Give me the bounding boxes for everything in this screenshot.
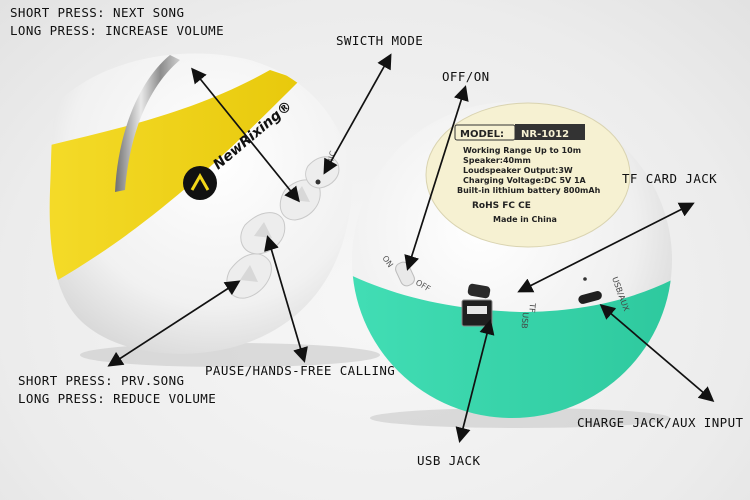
model-label: MODEL: [460,129,504,140]
cert-marks: RoHS FC CE [472,201,531,211]
left-speaker: NewRixing® MIC [49,53,352,354]
charge-aux-port[interactable] [577,290,603,305]
spec-line-3: Loudspeaker Output:3W [463,166,573,175]
spec-line-4: Charging Voltage:DC 5V 1A [463,176,587,185]
label-switch-mode: SWICTH MODE [336,33,424,48]
right-speaker: MODEL: NR-1012 Working Range Up to 10m S… [352,102,672,418]
metal-rim [115,55,180,192]
spec-line-2: Speaker:40mm [463,156,531,165]
arrow-usb-jack [455,319,495,443]
label-prev-song-line-1: SHORT PRESS: PRV.SONG [18,373,185,388]
arrow-charge-aux [599,304,715,402]
arrow-next-song [191,67,300,203]
model-value: NR-1012 [521,129,569,140]
port-tf-label: TF [527,302,537,314]
annotation-arrows [107,53,715,443]
label-next-song-line-1: SHORT PRESS: NEXT SONG [10,5,185,20]
label-tf-card-jack: TF CARD JACK [622,171,718,186]
arrow-prev-song [107,280,241,367]
label-prev-song: SHORT PRESS: PRV.SONG LONG PRESS: REDUCE… [18,372,216,408]
arrow-switch-mode [323,53,392,175]
label-next-song: SHORT PRESS: NEXT SONG LONG PRESS: INCRE… [10,4,224,40]
brand-logo-icon [183,166,217,200]
arrow-tf-card [517,202,695,293]
label-pause: PAUSE/HANDS-FREE CALLING [205,363,396,378]
label-off-on: OFF/ON [442,69,490,84]
port-usb-label: USB [520,312,530,329]
label-prev-song-line-2: LONG PRESS: REDUCE VOLUME [18,391,217,406]
made-in-text: Made in China [493,215,557,224]
arrow-pause [264,235,308,363]
right-speaker-shadow [370,408,670,428]
indicator-led [583,277,587,281]
spec-line-1: Working Range Up to 10m [463,146,581,155]
spec-line-5: Built-in lithium battery 800mAh [457,186,601,195]
label-usb-jack: USB JACK [417,453,481,468]
label-next-song-line-2: LONG PRESS: INCREASE VOLUME [10,23,224,38]
arrow-off-on [404,85,469,271]
tf-card-slot[interactable] [467,283,491,299]
label-charge-aux: CHARGE JACK/AUX INPUT [577,415,744,430]
mic-hole [315,179,321,185]
